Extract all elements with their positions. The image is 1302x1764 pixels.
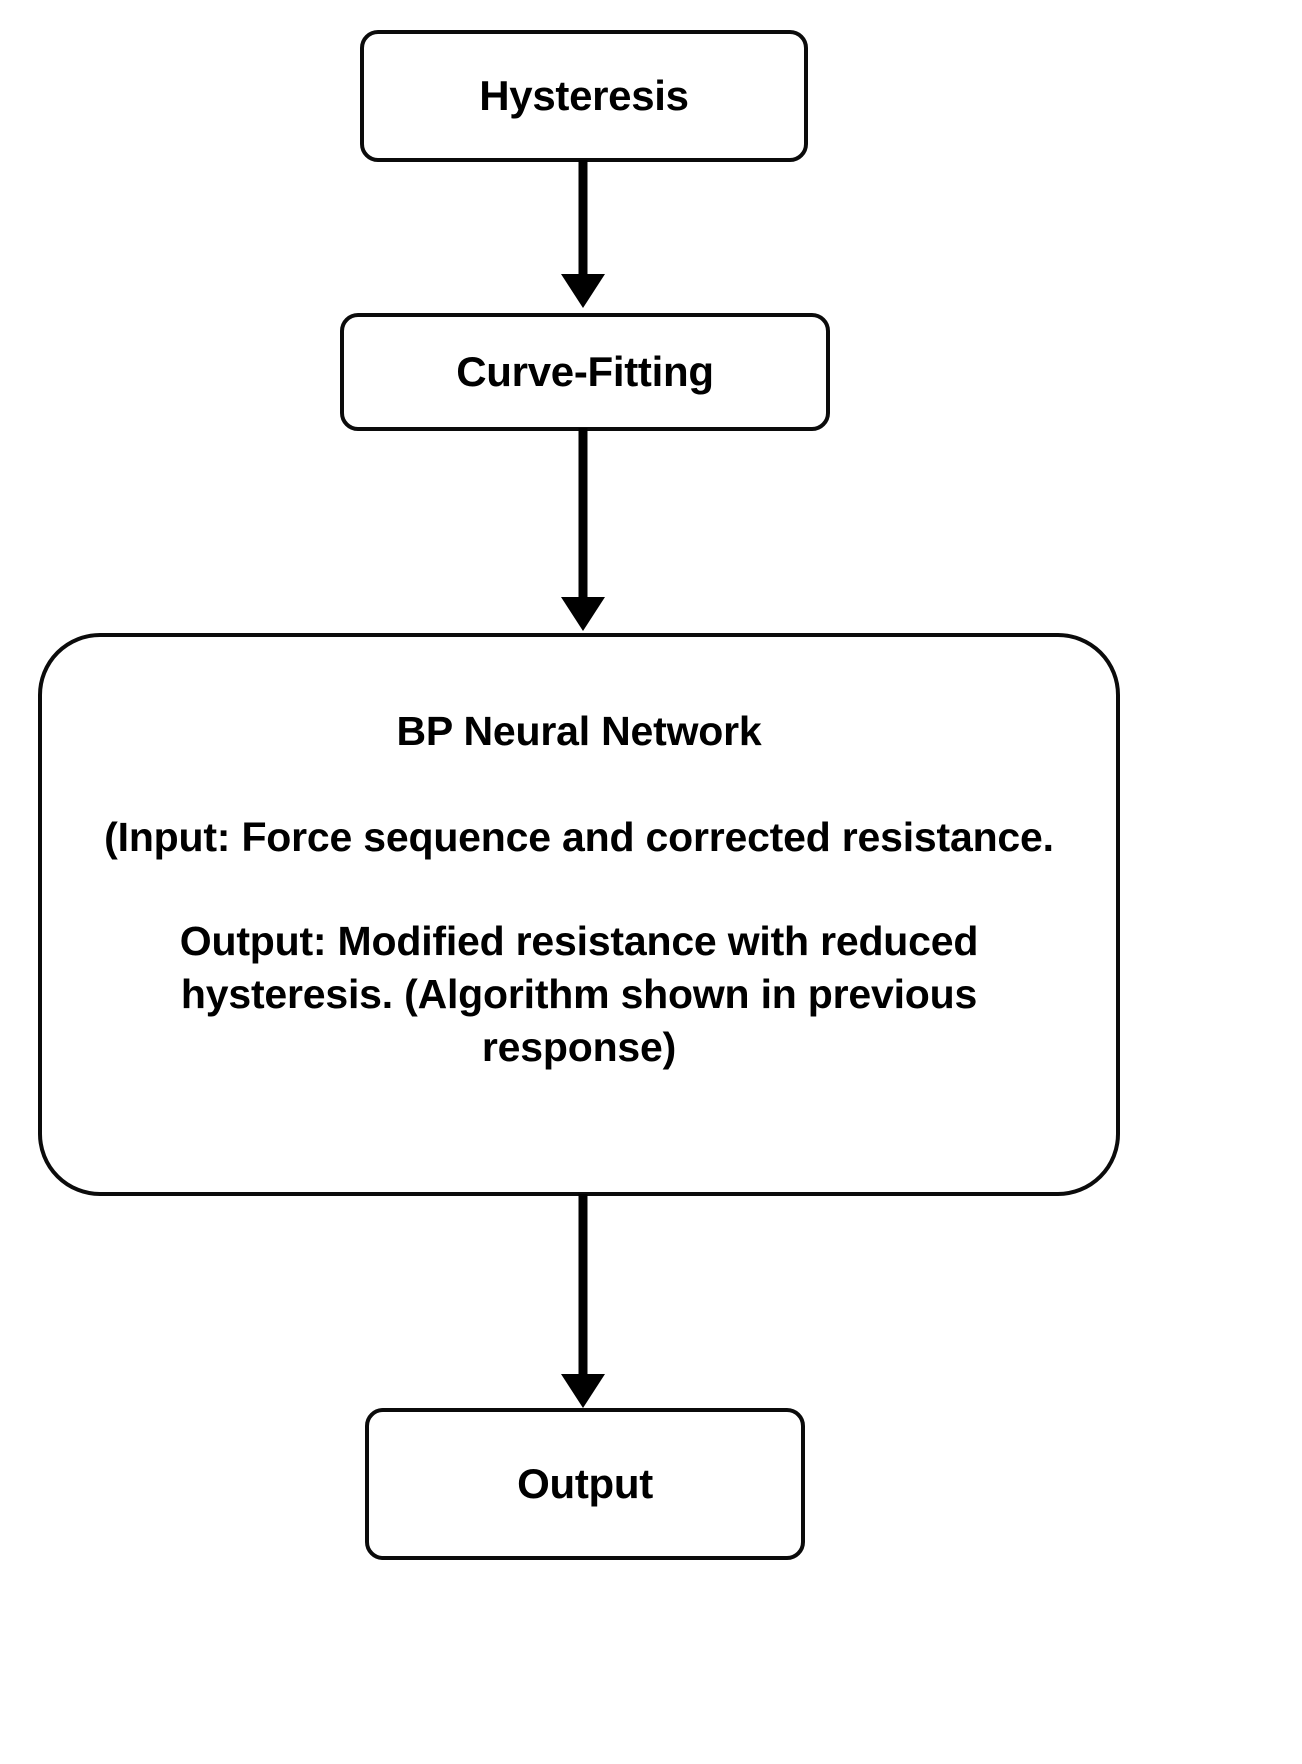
node-bp-neural-network[interactable]: BP Neural Network (Input: Force sequence… bbox=[38, 633, 1120, 1196]
arrow-head-icon bbox=[561, 1374, 605, 1408]
node-hysteresis-label: Hysteresis bbox=[479, 72, 689, 119]
node-curve-fitting[interactable]: Curve-Fitting bbox=[340, 313, 830, 431]
arrow-head-icon bbox=[561, 274, 605, 308]
node-output-label: Output bbox=[517, 1460, 653, 1507]
node-output[interactable]: Output bbox=[365, 1408, 805, 1560]
node-curve-fitting-label: Curve-Fitting bbox=[456, 348, 714, 395]
arrow-shaft bbox=[578, 1194, 588, 1374]
node-hysteresis[interactable]: Hysteresis bbox=[360, 30, 808, 162]
arrow-shaft bbox=[578, 428, 588, 597]
node-bp-neural-network-output-description: Output: Modified resistance with reduced… bbox=[179, 917, 979, 1071]
arrow-shaft bbox=[578, 160, 588, 274]
node-bp-neural-network-input-description: (Input: Force sequence and corrected res… bbox=[104, 814, 1054, 861]
arrow-curve-fitting-to-bp-neural-network bbox=[559, 428, 607, 631]
arrow-bp-neural-network-to-output bbox=[559, 1194, 607, 1408]
node-bp-neural-network-label: BP Neural Network bbox=[396, 708, 762, 754]
arrow-head-icon bbox=[561, 597, 605, 631]
arrow-hysteresis-to-curve-fitting bbox=[559, 160, 607, 308]
